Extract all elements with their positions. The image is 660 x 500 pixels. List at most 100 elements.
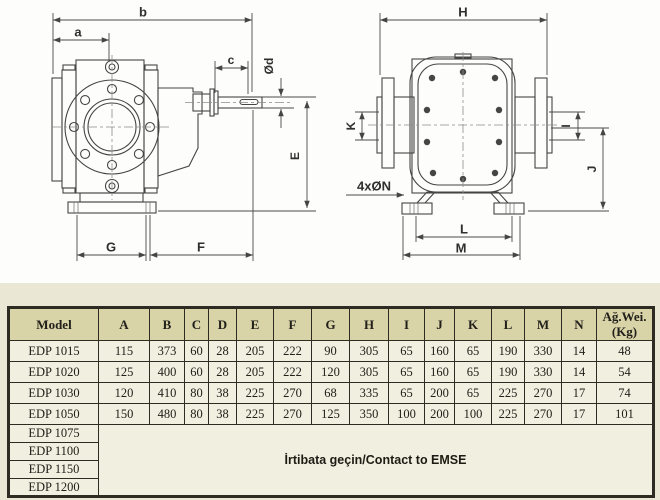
pump-side-view — [376, 53, 553, 215]
spec-cell: 65 — [388, 340, 425, 362]
col-header-j: J — [424, 307, 455, 341]
spec-cell: 120 — [98, 382, 150, 404]
spec-cell: 350 — [349, 403, 389, 425]
col-header-l: L — [491, 307, 525, 341]
dim-label-k: K — [344, 121, 358, 131]
spec-cell: 120 — [311, 361, 350, 383]
dim-label-e: E — [288, 151, 302, 161]
col-header-e: E — [236, 307, 274, 341]
col-header-i: I — [388, 307, 425, 341]
dim-label-h: H — [458, 4, 468, 20]
spec-cell: 65 — [454, 340, 492, 362]
spec-cell: 80 — [184, 382, 209, 404]
col-header-c: C — [184, 307, 209, 341]
model-cell: EDP 1100 — [8, 442, 99, 461]
table-row: EDP 1200 — [8, 478, 654, 497]
spec-cell: 160 — [424, 361, 455, 383]
dim-label-bolt-holes: 4xØN — [357, 178, 391, 194]
contact-cell: İrtibata geçin/Contact to EMSE — [98, 424, 654, 497]
spec-table: Model A B C D E F G H I J K L M N Ağ.Wei… — [7, 306, 655, 498]
spec-cell: 305 — [349, 361, 389, 383]
model-cell: EDP 1015 — [8, 340, 99, 362]
dim-label-l: L — [460, 221, 468, 237]
spec-cell: 80 — [184, 403, 209, 425]
table-row: EDP 1075 İrtibata geçin/Contact to EMSE — [8, 424, 654, 497]
dim-label-a: a — [74, 24, 82, 40]
spec-cell: 160 — [424, 340, 455, 362]
model-cell: EDP 1050 — [8, 403, 99, 425]
spec-cell: 14 — [561, 340, 597, 362]
col-header-d: D — [208, 307, 237, 341]
spec-cell: 330 — [524, 361, 562, 383]
dim-label-i: I — [559, 124, 573, 128]
dim-label-c: c — [227, 53, 235, 67]
col-header-model: Model — [8, 307, 99, 341]
spec-cell: 65 — [454, 382, 492, 404]
spec-cell: 100 — [388, 403, 425, 425]
table-header-row: Model A B C D E F G H I J K L M N Ağ.Wei… — [8, 307, 654, 341]
dim-label-j: J — [585, 165, 599, 173]
spec-cell: 101 — [596, 403, 654, 425]
front-centerlines — [52, 55, 292, 200]
spec-cell: 330 — [524, 340, 562, 362]
side-dimensions — [346, 13, 609, 260]
table-row: EDP 1015 115 373 60 28 205 222 90 305 65… — [8, 340, 654, 362]
col-header-n: N — [561, 307, 597, 341]
spec-cell: 115 — [98, 340, 150, 362]
spec-cell: 125 — [98, 361, 150, 383]
spec-cell: 270 — [524, 382, 562, 404]
spec-cell: 270 — [524, 403, 562, 425]
spec-cell: 225 — [491, 382, 525, 404]
model-cell: EDP 1200 — [8, 478, 99, 497]
spec-cell: 200 — [424, 382, 455, 404]
spec-cell: 38 — [208, 403, 237, 425]
spec-cell: 74 — [596, 382, 654, 404]
col-header-weight: Ağ.Wei. (Kg) — [596, 307, 654, 341]
spec-cell: 222 — [273, 361, 312, 383]
weight-header-line2: (Kg) — [611, 323, 638, 339]
spec-cell: 190 — [491, 361, 525, 383]
weight-header-line1: Ağ.Wei. — [602, 308, 647, 324]
col-header-g: G — [311, 307, 350, 341]
col-header-b: B — [149, 307, 185, 341]
spec-cell: 28 — [208, 340, 237, 362]
spec-cell: 335 — [349, 382, 389, 404]
col-header-m: M — [524, 307, 562, 341]
spec-cell: 65 — [454, 361, 492, 383]
model-cell: EDP 1020 — [8, 361, 99, 383]
table-row: EDP 1030 120 410 80 38 225 270 68 335 65… — [8, 382, 654, 404]
col-header-k: K — [454, 307, 492, 341]
spec-cell: 48 — [596, 340, 654, 362]
spec-cell: 17 — [561, 382, 597, 404]
spec-cell: 305 — [349, 340, 389, 362]
spec-cell: 38 — [208, 382, 237, 404]
spec-cell: 90 — [311, 340, 350, 362]
dim-label-f: F — [197, 239, 205, 255]
spec-cell: 150 — [98, 403, 150, 425]
spec-cell: 60 — [184, 340, 209, 362]
pump-technical-drawing — [51, 13, 609, 261]
spec-cell: 54 — [596, 361, 654, 383]
spec-cell: 480 — [149, 403, 185, 425]
spec-cell: 17 — [561, 403, 597, 425]
spec-cell: 205 — [236, 340, 274, 362]
spec-cell: 400 — [149, 361, 185, 383]
col-header-a: A — [98, 307, 150, 341]
spec-cell: 28 — [208, 361, 237, 383]
dim-label-b: b — [139, 4, 147, 20]
spec-cell: 14 — [561, 361, 597, 383]
model-cell: EDP 1030 — [8, 382, 99, 404]
spec-cell: 125 — [311, 403, 350, 425]
spec-cell: 410 — [149, 382, 185, 404]
col-header-f: F — [273, 307, 312, 341]
spec-cell: 222 — [273, 340, 312, 362]
dim-label-shaft-diameter: Ød — [262, 57, 276, 75]
model-cell: EDP 1075 — [8, 424, 99, 443]
col-header-h: H — [349, 307, 389, 341]
table-row: EDP 1050 150 480 80 38 225 270 125 350 1… — [8, 403, 654, 425]
table-row: EDP 1150 — [8, 460, 654, 479]
spec-cell: 60 — [184, 361, 209, 383]
spec-cell: 270 — [273, 403, 312, 425]
spec-cell: 100 — [454, 403, 492, 425]
